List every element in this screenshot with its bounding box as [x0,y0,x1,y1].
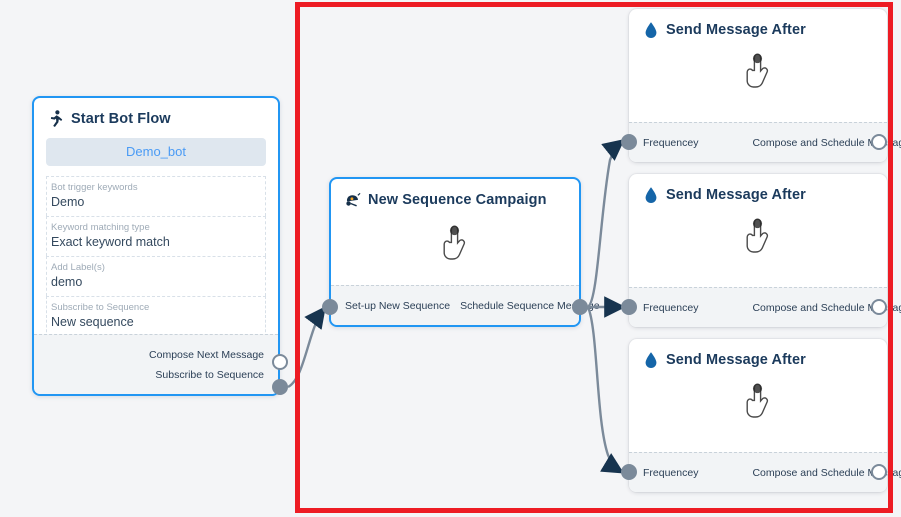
water-drop-icon [645,187,657,203]
node-header: Send Message After [629,339,887,373]
node-footer: Frequencey Compose and Schedule Message [629,287,901,327]
node-send-message-after-2[interactable]: Send Message After Frequencey Compose an… [629,174,901,327]
field-label: Subscribe to Sequence [51,302,150,313]
node-body [629,373,887,443]
field-label: Add Label(s) [51,262,105,273]
node-footer: Set-up New Sequence Schedule Sequence Me… [331,285,600,325]
hand-pointer-icon [746,218,769,253]
port-label-setup-new-sequence[interactable]: Set-up New Sequence [345,299,451,312]
node-header: New Sequence Campaign [331,179,579,213]
port-compose-and-schedule-message-1[interactable] [871,134,887,150]
field-value: Demo [51,195,85,209]
hand-pointer-icon [746,383,769,418]
edge-campaign-to-card3 [586,306,625,474]
node-new-sequence-campaign[interactable]: New Sequence Campaign Set-up New Sequenc… [329,177,600,327]
node-footer: Compose Next Message Subscribe to Sequen… [34,334,278,394]
port-setup-new-sequence[interactable] [322,299,338,315]
node-title: Send Message After [666,187,806,203]
field-value: Exact keyword match [51,235,170,249]
node-start-bot-flow[interactable]: Start Bot Flow Demo_bot Bot trigger keyw… [32,96,280,396]
port-label-stack: Compose Next Message Subscribe to Sequen… [149,335,264,394]
port-label-frequency[interactable]: Frequencey [643,136,699,149]
port-label-compose-next-message[interactable]: Compose Next Message [149,348,264,361]
field-bot-trigger-keywords[interactable]: Bot trigger keywords Demo [46,176,266,216]
node-title: Start Bot Flow [71,111,171,127]
water-drop-icon [645,22,657,38]
bot-name-chip[interactable]: Demo_bot [46,138,266,166]
port-frequency-1[interactable] [621,134,637,150]
node-footer: Frequencey Compose and Schedule Message [629,122,901,162]
node-title: Send Message After [666,352,806,368]
port-frequency-3[interactable] [621,464,637,480]
megaphone-icon [346,192,361,207]
node-title: New Sequence Campaign [368,192,547,208]
port-label-frequency[interactable]: Frequencey [643,301,699,314]
field-keyword-matching-type[interactable]: Keyword matching type Exact keyword matc… [46,216,266,256]
port-label-compose-and-schedule-message[interactable]: Compose and Schedule Message [752,136,901,149]
field-value: New sequence [51,315,134,329]
port-frequency-2[interactable] [621,299,637,315]
port-label-schedule-sequence-message[interactable]: Schedule Sequence Message [460,299,600,312]
node-header: Send Message After [629,9,887,43]
node-footer: Frequencey Compose and Schedule Message [629,452,901,492]
hand-pointer-icon [746,53,769,88]
port-compose-and-schedule-message-2[interactable] [871,299,887,315]
port-label-frequency[interactable]: Frequencey [643,466,699,479]
port-label-compose-and-schedule-message[interactable]: Compose and Schedule Message [752,301,901,314]
node-title: Send Message After [666,22,806,38]
field-value: demo [51,275,83,289]
field-subscribe-to-sequence[interactable]: Subscribe to Sequence New sequence [46,296,266,337]
water-drop-icon [645,352,657,368]
bot-field-list: Bot trigger keywords Demo Keyword matchi… [46,176,266,337]
port-compose-next-message[interactable] [272,354,288,370]
node-header: Start Bot Flow [34,98,278,132]
port-subscribe-to-sequence[interactable] [272,379,288,395]
node-body [331,213,579,287]
field-label: Keyword matching type [51,222,150,233]
node-body [629,43,887,113]
field-add-labels[interactable]: Add Label(s) demo [46,256,266,296]
node-send-message-after-3[interactable]: Send Message After Frequencey Compose an… [629,339,901,492]
node-send-message-after-1[interactable]: Send Message After Frequencey Compose an… [629,9,901,162]
running-person-icon [50,110,63,127]
field-label: Bot trigger keywords [51,182,138,193]
node-body [629,208,887,278]
node-header: Send Message After [629,174,887,208]
edge-start-to-campaign [287,306,326,389]
edge-campaign-to-card1 [587,139,625,308]
port-compose-and-schedule-message-3[interactable] [871,464,887,480]
port-label-compose-and-schedule-message[interactable]: Compose and Schedule Message [752,466,901,479]
port-label-subscribe-to-sequence[interactable]: Subscribe to Sequence [155,368,264,381]
hand-pointer-icon [443,225,466,260]
port-schedule-sequence-message[interactable] [572,299,588,315]
